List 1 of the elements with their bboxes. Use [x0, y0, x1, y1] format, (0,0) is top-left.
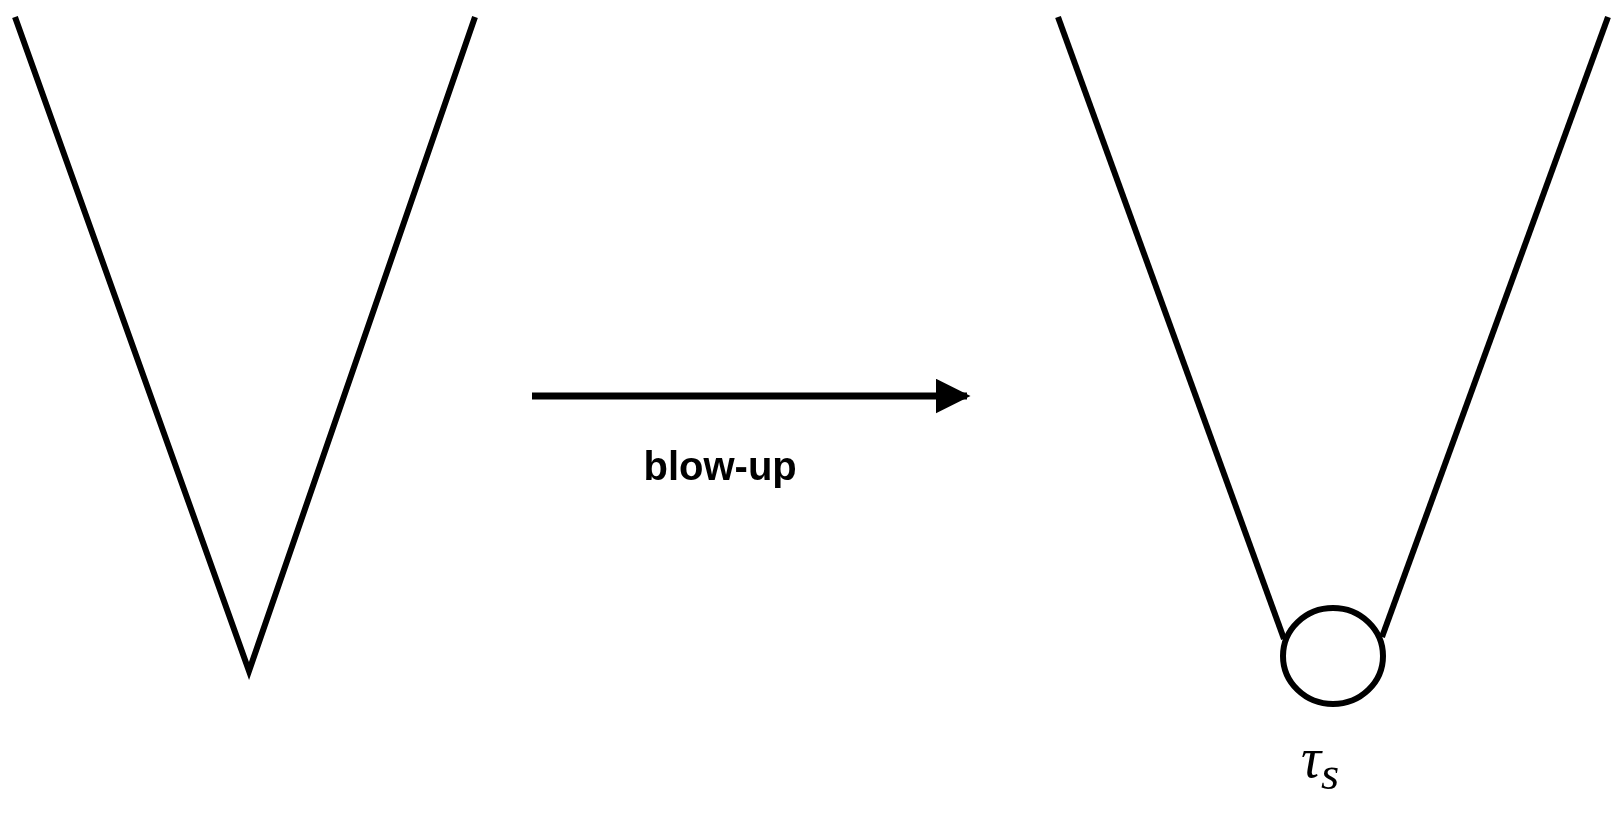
symbol-label: τ$_{s}$ [1301, 730, 1340, 797]
